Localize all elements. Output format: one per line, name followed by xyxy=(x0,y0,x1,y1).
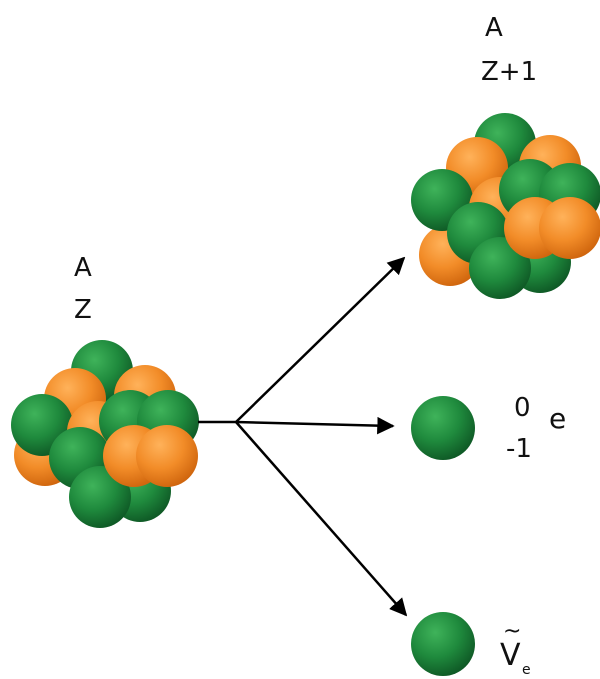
daughter-mass-label: A xyxy=(485,13,503,43)
antineutrino-particle xyxy=(411,612,475,676)
decay-arrows xyxy=(198,256,408,617)
arrow-to-daughter xyxy=(235,256,406,423)
arrow-to-electron xyxy=(235,416,395,435)
electron-upper-index: 0 xyxy=(514,393,531,423)
daughter-nucleus xyxy=(411,113,600,299)
parent-mass-label: A xyxy=(74,253,92,283)
arrow-to-antineutrino xyxy=(235,421,408,617)
daughter-atomic-label: Z+1 xyxy=(481,57,537,87)
antineutrino-symbol: V xyxy=(500,638,521,673)
parent-atomic-label: Z xyxy=(74,295,92,325)
antineutrino-tilde: ~ xyxy=(503,619,521,644)
electron-lower-index: -1 xyxy=(506,434,532,464)
parent-nucleus xyxy=(11,340,199,528)
antineutrino-subscript: e xyxy=(522,662,531,678)
electron-particle xyxy=(411,396,475,460)
electron-symbol: e xyxy=(549,402,566,435)
